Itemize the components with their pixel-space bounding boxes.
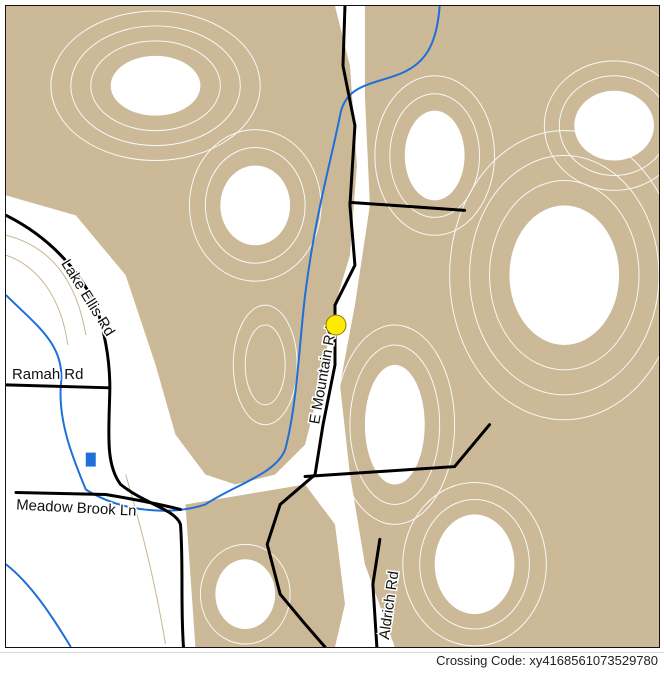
road-spur-east[interactable] (303, 423, 492, 479)
road-ramah[interactable] (6, 383, 112, 390)
topographic-map[interactable]: Lake Ellis Rd Ramah Rd Meadow Brook Ln E… (5, 5, 660, 648)
road-e-mountain[interactable] (265, 6, 357, 647)
roads[interactable] (6, 6, 492, 647)
road-meadow-brook[interactable] (14, 490, 182, 511)
road-lake-ellis[interactable] (6, 213, 185, 647)
contour-lines (50, 10, 659, 647)
road-aldrich[interactable] (371, 537, 382, 647)
clearing-areas (6, 55, 654, 647)
streams (6, 6, 441, 647)
pond (85, 452, 96, 467)
map-canvas[interactable]: Lake Ellis Rd Ramah Rd Meadow Brook Ln E… (6, 6, 659, 647)
footer-divider (0, 652, 664, 653)
crossing-code-text: Crossing Code: xy4168561073529780 (436, 653, 658, 668)
yellow-circle-marker-icon[interactable] (325, 314, 347, 336)
label-ramah-rd: Ramah Rd (12, 366, 83, 383)
road-spur-north[interactable] (348, 200, 467, 212)
